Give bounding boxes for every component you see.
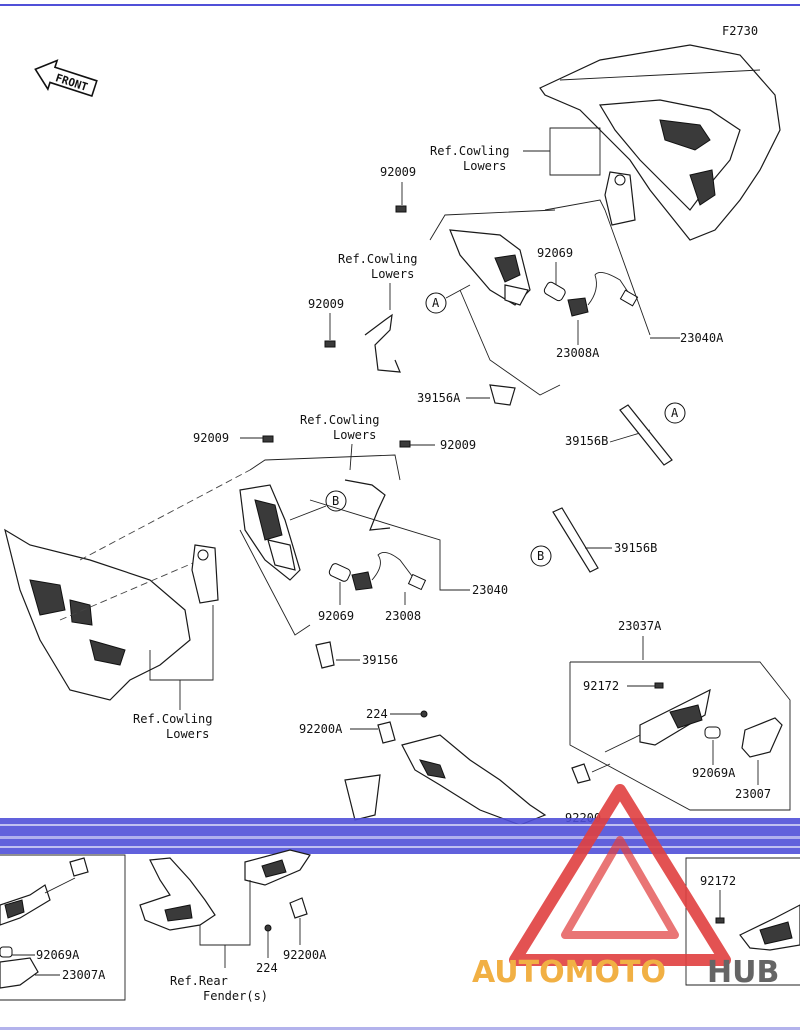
- clip-nut-part: [69, 857, 89, 877]
- scan-artifact-line: [0, 4, 800, 6]
- part-39156B: 39156B: [614, 541, 657, 555]
- part-224: 224: [256, 961, 278, 975]
- bracket-part: [344, 479, 391, 531]
- foam-strip-part: [619, 404, 673, 466]
- screw-icon: [715, 917, 725, 924]
- part-39156A: 39156A: [417, 391, 461, 405]
- rear-fender-bracket-part: [139, 849, 311, 931]
- lower-cowling-part: [4, 469, 251, 701]
- part-39156B: 39156B: [565, 434, 608, 448]
- rear-turn-signal-part: [604, 688, 711, 753]
- part-92172: 92172: [700, 874, 736, 888]
- bracket-part: [364, 313, 401, 373]
- svg-text:Lowers: Lowers: [371, 267, 414, 281]
- screw-icon: [395, 205, 407, 213]
- part-23007: 23007: [735, 787, 771, 801]
- callout-b: B: [332, 494, 339, 508]
- screw-icon: [264, 924, 272, 932]
- part-92069: 92069: [537, 246, 573, 260]
- ref-cowling-label-4: Ref.Cowling: [133, 712, 212, 726]
- part-23008: 23008: [385, 609, 421, 623]
- part-92200A: 92200A: [283, 948, 327, 962]
- screw-icon: [324, 340, 336, 348]
- screw-icon: [262, 435, 274, 443]
- part-23040: 23040: [472, 583, 508, 597]
- svg-text:Ref.Cowling: Ref.Cowling: [430, 144, 509, 158]
- bulb-icon: [0, 946, 13, 958]
- front-arrow-icon: FRONT: [34, 59, 98, 98]
- foam-pad-part: [315, 641, 335, 669]
- part-92200A: 92200A: [299, 722, 343, 736]
- ref-cowling-label-2: Ref.Cowling: [338, 252, 417, 266]
- automotohub-watermark-logo: AUTOMOTO HUB: [472, 784, 779, 990]
- watermark-text-b: HUB: [707, 955, 779, 990]
- clip-nut-part: [289, 897, 308, 919]
- part-92069A: 92069A: [692, 766, 736, 780]
- foam-strip-part: [552, 507, 599, 573]
- part-23008A: 23008A: [556, 346, 600, 360]
- clip-nut-part: [377, 721, 396, 744]
- part-92009: 92009: [440, 438, 476, 452]
- part-92069A: 92069A: [36, 948, 80, 962]
- part-92069: 92069: [318, 609, 354, 623]
- socket-wire-part: [567, 271, 639, 317]
- part-92009: 92009: [193, 431, 229, 445]
- foam-pad-part: [489, 384, 516, 406]
- scan-artifact-band: [0, 818, 800, 854]
- svg-text:B: B: [537, 549, 544, 563]
- svg-text:Lowers: Lowers: [166, 727, 209, 741]
- lens-part: [741, 717, 783, 758]
- part-92009: 92009: [308, 297, 344, 311]
- rear-turn-signal-part: [739, 904, 800, 951]
- screw-icon: [399, 440, 411, 448]
- socket-wire-part: [351, 551, 427, 591]
- lens-part: [0, 957, 39, 989]
- rear-turn-signal-part: [0, 877, 76, 926]
- ref-cowling-label-1: Ref.Cowling Lowers: [430, 144, 509, 173]
- clip-nut-part: [571, 763, 591, 784]
- scan-artifact-line: [0, 1027, 800, 1030]
- part-39156: 39156: [362, 653, 398, 667]
- svg-text:Lowers: Lowers: [333, 428, 376, 442]
- part-92172: 92172: [583, 679, 619, 693]
- part-224: 224: [366, 707, 388, 721]
- bulb-icon: [704, 726, 721, 739]
- turn-signal-housing: [239, 484, 301, 581]
- turn-signal-housing-a: [449, 229, 531, 306]
- callout-a: A: [432, 296, 440, 310]
- screw-icon: [420, 710, 428, 718]
- tail-bracket-part: [344, 734, 547, 826]
- watermark-text-a: AUTOMOTO: [472, 955, 666, 990]
- svg-text:Fender(s): Fender(s): [203, 989, 268, 1003]
- ref-rear-fender-label: Ref.Rear: [170, 974, 228, 988]
- ref-cowling-label-3: Ref.Cowling: [300, 413, 379, 427]
- part-23040A: 23040A: [680, 331, 724, 345]
- bulb-icon: [328, 563, 351, 582]
- svg-text:Lowers: Lowers: [463, 159, 506, 173]
- part-23007A: 23007A: [62, 968, 106, 982]
- bulb-icon: [543, 281, 566, 302]
- screw-icon: [654, 682, 664, 689]
- part-92009: 92009: [380, 165, 416, 179]
- part-23037A: 23037A: [618, 619, 662, 633]
- figure-code: F2730: [722, 24, 758, 38]
- upper-cowling-part: [539, 44, 781, 241]
- svg-text:A: A: [671, 406, 679, 420]
